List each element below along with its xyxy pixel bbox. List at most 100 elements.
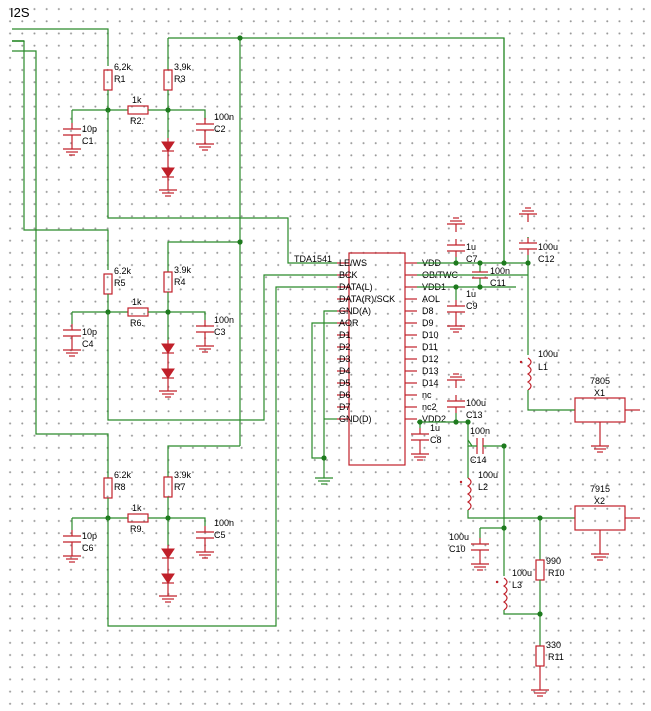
r8-ref: R8: [114, 482, 126, 492]
l3-ref: L3: [512, 580, 522, 590]
c7-value: 1u: [466, 242, 476, 252]
resistor-r9: [127, 513, 149, 523]
chip-pin-label-left-11: D5: [339, 378, 351, 388]
capacitor-c12: [518, 236, 538, 256]
capacitor-c9: [446, 299, 466, 319]
x1-ref: X1: [594, 388, 605, 398]
capacitor-c2: [195, 117, 215, 137]
chip-pin-label-right-4: AOL: [422, 294, 440, 304]
chip-pin-label-right-13: nc2: [422, 402, 437, 412]
stage-2: 6.2k R5 3.9k R4 1k R6. 10p C4 100n C3: [62, 241, 240, 398]
r2-value: 1k: [132, 95, 142, 105]
resistor-r3: [163, 69, 173, 91]
c8-value: 1u: [430, 423, 440, 433]
stage-1: 6.2k R1 3.9k R3 1k R2. 10p C1 100n C2: [62, 38, 234, 197]
c2-value: 100n: [214, 112, 234, 122]
r9-value: 1k: [132, 503, 142, 513]
c6-ref: C6: [82, 543, 94, 553]
c8-ref: C8: [430, 435, 442, 445]
c14-ref: C14: [470, 455, 487, 465]
capacitor-c5: [195, 525, 215, 545]
chip-pin-label-right-10: D13: [422, 366, 439, 376]
chip-pin-label-right-8: D11: [422, 342, 438, 352]
r10-value: 990: [546, 556, 561, 566]
capacitor-c4: [62, 323, 82, 343]
resistor-r6: [127, 307, 149, 317]
c14-value: 100n: [470, 426, 490, 436]
chip-pin-label-right-14: VDD2: [422, 414, 446, 424]
inductor-l2: [466, 477, 472, 511]
c11-value: 100n: [490, 266, 510, 276]
diode-3b: [161, 569, 175, 589]
resistor-r4: [163, 271, 173, 293]
capacitor-c7: [446, 238, 466, 258]
regulator-x2: [574, 505, 626, 531]
diode-1a: [161, 137, 175, 157]
r1-value: 6.2k: [114, 62, 132, 72]
resistor-r1: [103, 69, 113, 91]
diode-3a: [161, 544, 175, 564]
c6-value: 10p: [82, 531, 97, 541]
l2-ref: L2: [478, 482, 488, 492]
resistor-r8: [103, 477, 113, 499]
regulator-x1: [574, 397, 626, 423]
r10-ref: R10: [548, 568, 565, 578]
r5-ref: R5: [114, 278, 126, 288]
chip-pin-label-right-6: D9: [422, 318, 434, 328]
c13-ref: C13: [466, 410, 483, 420]
c7-ref: C7: [466, 254, 478, 264]
c12-ref: C12: [538, 254, 555, 264]
chip-pin-label-left-8: D2: [339, 342, 351, 352]
chip-pin-label-left-5: GND(A): [339, 306, 371, 316]
chip-pin-label-right-7: D10: [422, 330, 439, 340]
r4-value: 3.9k: [174, 265, 192, 275]
c10-value: 100u: [449, 532, 469, 542]
capacitor-c10: [470, 537, 490, 557]
chip-pin-label-left-6: AOR: [339, 318, 359, 328]
c1-ref: C1: [82, 136, 94, 146]
capacitor-c3: [195, 319, 215, 339]
c4-ref: C4: [82, 339, 94, 349]
chip-pin-label-right-11: D14: [422, 378, 439, 388]
c9-ref: C9: [466, 301, 478, 311]
chip-pin-label-right-5: D8: [422, 306, 434, 316]
r9-ref: R9.: [130, 524, 144, 534]
resistor-r5: [103, 273, 113, 295]
capacitor-c1: [62, 122, 82, 142]
resistor-r11: [535, 645, 545, 667]
x2-ref: X2: [594, 496, 605, 506]
c4-value: 10p: [82, 327, 97, 337]
r3-ref: R3: [174, 74, 186, 84]
power-section: 1u C7 100n C11 1u C9 100u C12 100u L1 78…: [410, 38, 640, 697]
resistor-r2: [127, 105, 149, 115]
capacitor-c8: [410, 427, 430, 447]
r7-ref: R7: [174, 482, 186, 492]
input-wires: [12, 28, 109, 478]
stage-3: 6.2k R8 3.9k R7 1k R9. 10p C6 100n C5: [62, 445, 240, 603]
diode-2a: [161, 339, 175, 359]
c3-value: 100n: [214, 315, 234, 325]
inductor-l1: [526, 357, 532, 391]
r11-value: 330: [546, 640, 561, 650]
r2-ref: R2.: [130, 116, 144, 126]
inductor-l3: [502, 577, 508, 611]
chip-pin-label-left-4: DATA(R)/SCK: [339, 294, 395, 304]
chip-pins: LE/WSBCKDATA(L)DATA(R)/SCKGND(A)AORD1D2D…: [337, 258, 458, 424]
c5-ref: C5: [214, 530, 226, 540]
r8-value: 6.2k: [114, 470, 132, 480]
chip-pin-label-right-12: nc: [422, 390, 432, 400]
chip-pin-label-left-14: GND(D): [339, 414, 372, 424]
l1-ref: L1: [538, 362, 548, 372]
diagram-title: I2S: [10, 5, 30, 20]
r7-value: 3.9k: [174, 470, 192, 480]
resistor-r10: [535, 559, 545, 581]
chip-pin-label-left-7: D1: [339, 330, 351, 340]
r6-ref: R6.: [130, 318, 144, 328]
chip-pin-label-left-10: D4: [339, 366, 351, 376]
chip-name: TDA1541: [294, 254, 332, 264]
c3-ref: C3: [214, 327, 226, 337]
c13-value: 100u: [466, 398, 486, 408]
chip-pin-label-left-3: DATA(L): [339, 282, 373, 292]
r6-value: 1k: [132, 297, 142, 307]
